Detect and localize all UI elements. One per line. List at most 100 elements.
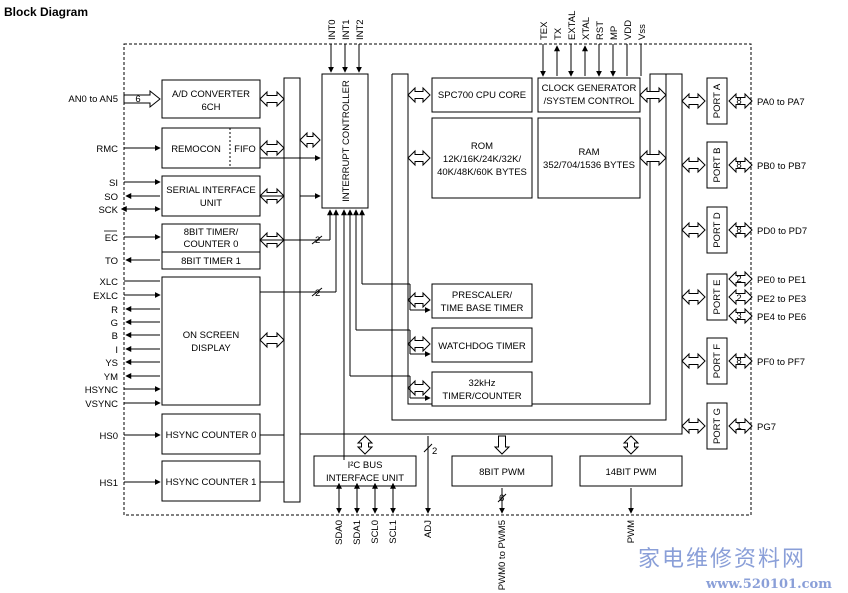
svg-text:G: G [111,318,118,329]
left-pin-labels: AN0 to AN5 6 RMC SI SO SCK EC TO XLC EXL… [68,94,140,489]
ram-block: RAM 352/704/1536 BYTES [537,117,641,199]
svg-text:R: R [111,305,118,316]
port-g-bus-arrow [681,417,706,435]
pwm-bus-width: 6 [499,493,504,504]
top-pin-lines [328,44,642,77]
svg-text:SDA1: SDA1 [352,520,363,545]
rom-bus-arrow [407,149,431,167]
cpu-block: SPC700 CPU CORE [431,77,533,113]
interrupt-controller-block: INTERRUPT CONTROLLER [321,73,369,209]
svg-text:SO: SO [104,192,118,203]
svg-text:ADJ: ADJ [423,520,434,538]
svg-text:INT1: INT1 [341,19,352,40]
t32k-label-2: TIMER/COUNTER [442,391,521,402]
watermark-cn: 家电维修资料网 [638,547,806,572]
pwm8-label: 8BIT PWM [479,467,525,478]
svg-text:PORT E: PORT E [712,279,723,314]
port-a-block: PORT A [706,77,728,125]
svg-text:PORT F: PORT F [712,344,723,379]
ram-label-2: 352/704/1536 BYTES [543,160,635,171]
serial-label-2: UNIT [200,198,222,209]
pwm14-label: 14BIT PWM [605,467,656,478]
serial-label-1: SERIAL INTERFACE [166,185,255,196]
pg-pin-arrow [728,417,753,435]
i2c-block: I²C BUS INTERFACE UNIT [313,455,417,487]
svg-text:RST: RST [595,21,606,40]
clock-label-1: CLOCK GENERATOR [542,83,637,94]
svg-text:XTAL: XTAL [581,17,592,40]
osd-label-2: DISPLAY [191,343,231,354]
svg-text:8: 8 [736,356,741,367]
pa-pin-arrow [728,92,753,110]
an-bus-width: 6 [135,94,140,105]
cpu-bus-arrow [407,86,431,104]
port-g-block: PORT G [706,402,728,450]
timer0-label-1: 8BIT TIMER/ [184,227,239,238]
interrupt-lines [260,155,431,483]
watchdog-bus-arrow [407,335,431,353]
port-d-block: PORT D [706,206,728,254]
svg-text:VDD: VDD [623,20,634,40]
pe01-pin-arrow [728,270,753,288]
clock-bus-arrow [639,86,667,104]
port-e-bus-arrow [681,288,706,306]
svg-text:TEX: TEX [539,21,550,40]
adc-block: A/D CONVERTER 6CH [161,79,261,119]
intc-label: INTERRUPT CONTROLLER [341,80,352,202]
pwm14-bus-arrow [622,435,640,455]
svg-text:PWM: PWM [626,520,637,543]
adc-label-2: 6CH [201,102,220,113]
timer1-label: 8BIT TIMER 1 [181,256,241,267]
svg-text:VSYNC: VSYNC [85,399,118,410]
svg-text:SCL0: SCL0 [370,520,381,544]
port-bus-widths: 8 8 8 2 2 3 8 1 [736,96,741,432]
port-f-block: PORT F [706,337,728,385]
svg-text:TO: TO [105,256,118,267]
svg-text:HS0: HS0 [100,431,118,442]
svg-text:8: 8 [736,160,741,171]
cpu-label: SPC700 CPU CORE [438,90,526,101]
ram-label-1: RAM [578,147,599,158]
prescaler-label-2: TIME BASE TIMER [441,303,524,314]
clock-block: CLOCK GENERATOR /SYSTEM CONTROL [537,77,641,113]
watermark: 家电维修资料网 www.520101.com [638,547,832,592]
watermark-url: www.520101.com [705,577,832,592]
svg-text:2: 2 [736,293,741,304]
svg-text:1: 1 [736,421,741,432]
svg-text:PORT A: PORT A [712,83,723,118]
hsync0-label: HSYNC COUNTER 0 [166,430,257,441]
svg-text:SDA0: SDA0 [334,520,345,545]
svg-text:PWM0 to PWM5: PWM0 to PWM5 [497,520,508,590]
top-pin-labels: INT0 INT1 INT2 TEX TX EXTAL XTAL RST MP … [327,11,648,40]
watchdog-block: WATCHDOG TIMER [431,327,533,363]
remocon-block: REMOCON FIFO [161,127,261,169]
port-f-bus-arrow [681,352,706,370]
svg-text:YS: YS [105,358,118,369]
remocon-bus-arrow [259,139,285,157]
left-pin-lines [120,89,161,485]
svg-text:MP: MP [609,26,620,40]
svg-text:PB0 to PB7: PB0 to PB7 [757,161,806,172]
pe46-pin-arrow [728,307,753,325]
svg-text:8: 8 [736,225,741,236]
svg-text:PA0 to PA7: PA0 to PA7 [757,97,805,108]
svg-text:PE0 to PE1: PE0 to PE1 [757,275,806,286]
svg-text:PD0 to PD7: PD0 to PD7 [757,226,807,237]
osd-label-1: ON SCREEN [183,330,240,341]
bottom-pin-labels: SDA0 SDA1 SCL0 SCL1 ADJ PWM0 to PWM5 PWM [334,520,637,590]
fifo-label: FIFO [234,144,256,155]
svg-text:EXTAL: EXTAL [567,11,578,40]
svg-text:PORT B: PORT B [712,147,723,182]
timer0-label-2: COUNTER 0 [184,239,239,250]
pe23-pin-arrow [728,288,753,306]
pwm14-block: 14BIT PWM [579,455,683,487]
svg-text:Vss: Vss [637,24,648,40]
svg-text:PE4 to PE6: PE4 to PE6 [757,312,806,323]
i2c-bus-width: 2 [432,446,437,457]
svg-text:XLC: XLC [100,277,119,288]
diagram-title: Block Diagram [4,5,89,19]
pwm8-block: 8BIT PWM [451,455,553,487]
rom-block: ROM 12K/16K/24K/32K/ 40K/48K/60K BYTES [431,117,533,199]
svg-text:I: I [115,345,118,356]
